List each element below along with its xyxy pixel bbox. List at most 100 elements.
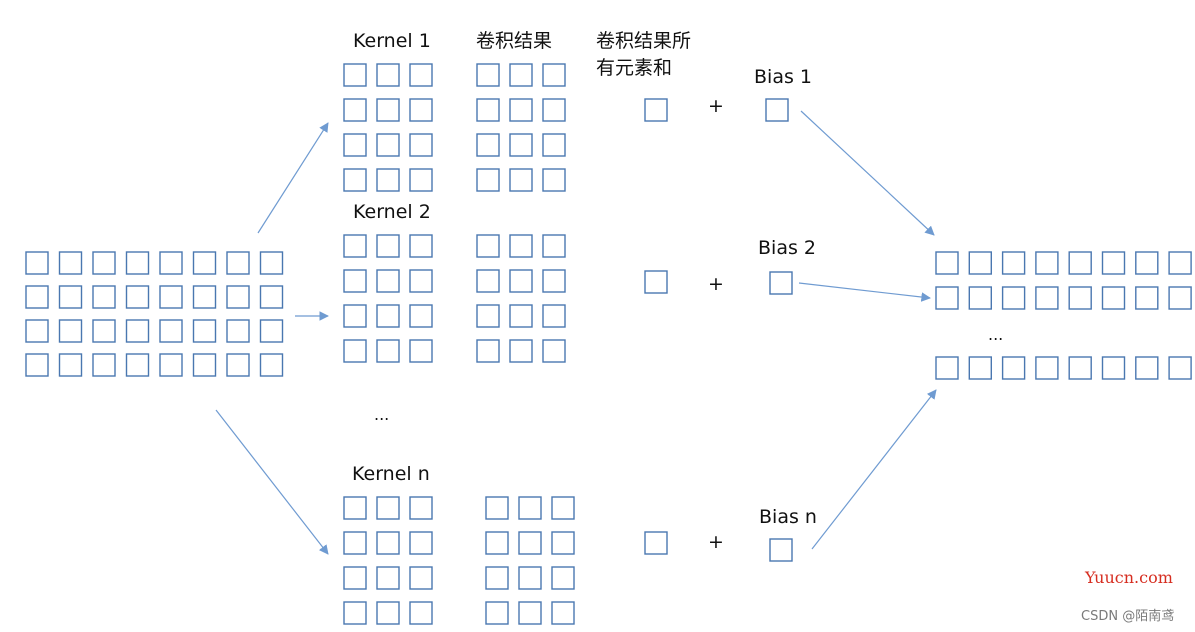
output-row-2	[935, 286, 1192, 310]
plus-sign-2: +	[708, 273, 724, 295]
grid-cell	[518, 531, 542, 555]
grid-cell	[765, 98, 789, 122]
grid-cell	[343, 566, 367, 590]
grid-cell	[192, 285, 217, 309]
grid-cell	[343, 531, 367, 555]
grid-cell	[125, 251, 150, 275]
grid-cell	[509, 133, 533, 157]
grid-cell	[551, 531, 575, 555]
grid-cell	[259, 285, 284, 309]
input-matrix	[25, 251, 284, 377]
conv-result-2-matrix	[476, 234, 566, 363]
grid-cell	[769, 271, 793, 295]
grid-cell	[376, 133, 400, 157]
output-ellipsis: ...	[988, 325, 1003, 344]
bias-cell-1	[765, 98, 789, 122]
grid-cell	[644, 531, 668, 555]
grid-cell	[92, 251, 116, 275]
grid-cell	[159, 285, 183, 309]
kernels-ellipsis: ...	[374, 405, 389, 424]
bias-2-label: Bias 2	[758, 237, 816, 259]
grid-cell	[343, 304, 367, 328]
grid-cell	[25, 285, 49, 309]
grid-cell	[485, 496, 509, 520]
grid-cell	[476, 168, 500, 192]
grid-cell	[476, 98, 500, 122]
grid-cell	[343, 133, 367, 157]
grid-cell	[376, 496, 400, 520]
arrow-input-to-kernel1	[257, 122, 329, 234]
grid-cell	[509, 304, 533, 328]
grid-cell	[25, 251, 49, 275]
grid-cell	[509, 339, 533, 363]
grid-cell	[935, 251, 959, 275]
grid-cell	[192, 319, 217, 343]
grid-cell	[409, 304, 433, 328]
grid-cell	[542, 339, 566, 363]
grid-cell	[343, 269, 367, 293]
grid-cell	[1135, 251, 1159, 275]
grid-cell	[58, 285, 83, 309]
grid-cell	[343, 168, 367, 192]
grid-cell	[409, 566, 433, 590]
grid-cell	[542, 269, 566, 293]
grid-cell	[92, 353, 116, 377]
conv-sum-label-line2: 有元素和	[596, 57, 672, 79]
grid-cell	[1068, 356, 1092, 380]
conv-sum-cell-n	[644, 531, 668, 555]
grid-cell	[476, 133, 500, 157]
conv-result-n-matrix	[485, 496, 575, 625]
grid-cell	[343, 63, 367, 87]
output-row-n	[935, 356, 1192, 380]
kernel-n-matrix	[343, 496, 433, 625]
grid-cell	[1168, 286, 1192, 310]
grid-cell	[376, 98, 400, 122]
grid-cell	[192, 251, 217, 275]
grid-cell	[551, 566, 575, 590]
conv-sum-cell-1	[644, 98, 668, 122]
grid-cell	[409, 601, 433, 625]
grid-cell	[542, 133, 566, 157]
plus-sign-1: +	[708, 95, 724, 117]
grid-cell	[376, 168, 400, 192]
grid-cell	[1101, 251, 1126, 275]
grid-cell	[1168, 251, 1192, 275]
grid-cell	[259, 319, 284, 343]
grid-cell	[476, 339, 500, 363]
grid-cell	[542, 63, 566, 87]
grid-cell	[1001, 251, 1026, 275]
conv-sum-label-line1: 卷积结果所	[596, 30, 691, 52]
grid-cell	[1035, 356, 1059, 380]
grid-cell	[968, 356, 992, 380]
watermark-csdn: CSDN @陌南鸢	[1081, 608, 1174, 624]
grid-cell	[476, 234, 500, 258]
grid-cell	[542, 234, 566, 258]
grid-cell	[518, 496, 542, 520]
grid-cell	[644, 270, 668, 294]
grid-cell	[542, 304, 566, 328]
kernel-2-label: Kernel 2	[353, 201, 431, 223]
grid-cell	[1168, 356, 1192, 380]
grid-cell	[509, 98, 533, 122]
grid-cell	[509, 168, 533, 192]
grid-cell	[409, 168, 433, 192]
bias-cell-2	[769, 271, 793, 295]
grid-cell	[125, 319, 150, 343]
kernel-2-matrix	[343, 234, 433, 363]
grid-cell	[125, 285, 150, 309]
grid-cell	[1101, 356, 1126, 380]
grid-cell	[159, 251, 183, 275]
grid-cell	[259, 251, 284, 275]
bias-n-label: Bias n	[759, 506, 817, 528]
grid-cell	[509, 269, 533, 293]
grid-cell	[376, 601, 400, 625]
grid-cell	[376, 566, 400, 590]
kernel-1-label: Kernel 1	[353, 30, 431, 52]
grid-cell	[343, 339, 367, 363]
grid-cell	[644, 98, 668, 122]
grid-cell	[343, 234, 367, 258]
grid-cell	[376, 63, 400, 87]
grid-cell	[343, 601, 367, 625]
grid-cell	[1035, 286, 1059, 310]
grid-cell	[92, 285, 116, 309]
